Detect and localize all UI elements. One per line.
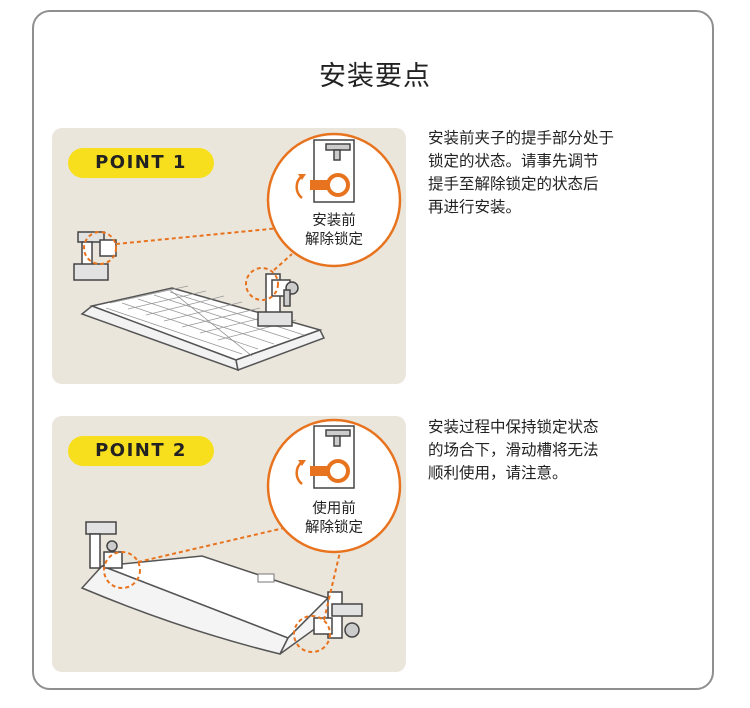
point-2-panel: POINT 2 使用前 解除锁定 bbox=[52, 416, 406, 672]
description-line: 提手至解除锁定的状态后 bbox=[428, 175, 599, 193]
left-clamp bbox=[85, 521, 123, 569]
description-line: 顺利使用，请注意。 bbox=[428, 464, 568, 482]
right-clamp bbox=[257, 273, 299, 327]
tray-illustration bbox=[80, 555, 340, 655]
tray-illustration bbox=[80, 285, 326, 372]
point-1-illustration bbox=[73, 132, 402, 372]
description-line: 安装前夹子的提手部分处于 bbox=[428, 129, 615, 147]
circle-line-1: 安装前 bbox=[312, 213, 356, 229]
point-1-description: 安装前夹子的提手部分处于 锁定的状态。请事先调节 提手至解除锁定的状态后 再进行… bbox=[428, 127, 678, 219]
right-clamp bbox=[313, 591, 363, 639]
point-2-circle-caption: 使用前 解除锁定 bbox=[284, 500, 384, 538]
point-2-description: 安装过程中保持锁定状态 的场合下，滑动槽将无法 顺利使用，请注意。 bbox=[428, 416, 678, 485]
point-2-badge: POINT 2 bbox=[68, 436, 214, 466]
description-line: 的场合下，滑动槽将无法 bbox=[428, 441, 599, 459]
description-line: 锁定的状态。请事先调节 bbox=[428, 152, 599, 170]
page-title: 安装要点 bbox=[319, 61, 431, 92]
point-1-circle-caption: 安装前 解除锁定 bbox=[284, 212, 384, 250]
description-line: 安装过程中保持锁定状态 bbox=[428, 418, 599, 436]
circle-line-1: 使用前 bbox=[312, 501, 356, 517]
circle-line-2: 解除锁定 bbox=[305, 520, 363, 536]
point-2-illustration bbox=[80, 418, 402, 655]
point-1-panel: POINT 1 安装前 解除锁定 bbox=[52, 128, 406, 384]
circle-line-2: 解除锁定 bbox=[305, 232, 363, 248]
point-1-badge: POINT 1 bbox=[68, 148, 214, 178]
left-clamp bbox=[73, 231, 117, 281]
description-line: 再进行安装。 bbox=[428, 198, 522, 216]
